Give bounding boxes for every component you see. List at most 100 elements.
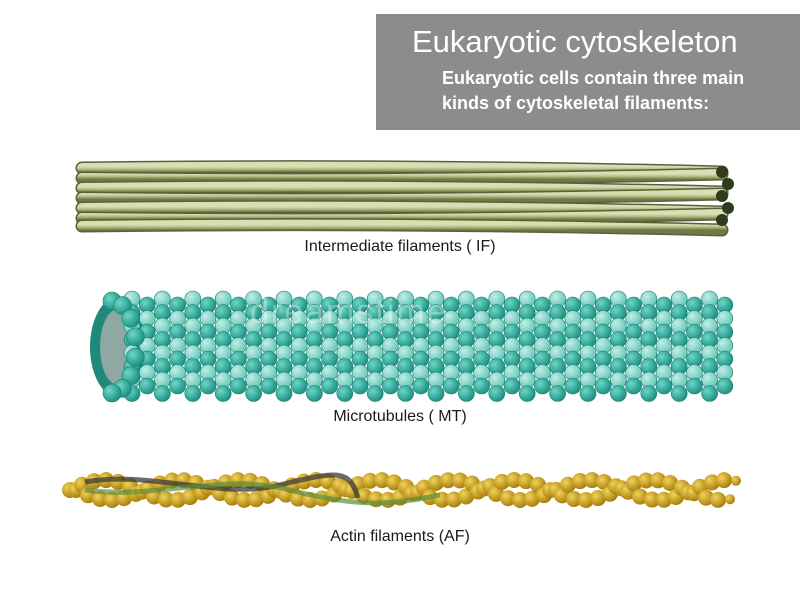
tubulin-bead (336, 385, 354, 402)
actin-bead (632, 488, 648, 505)
if-strand (77, 219, 727, 235)
tubulin-bead (549, 385, 566, 402)
tubulin-bead (121, 309, 141, 328)
actin-bead (512, 491, 528, 508)
tubulin-bead (126, 347, 145, 367)
tubulin-bead (625, 377, 642, 395)
actin-bead (500, 490, 516, 507)
tubulin-bead (306, 385, 323, 402)
actin-bead (596, 473, 612, 490)
tropomyosin-strand-green (84, 481, 441, 506)
actin-filaments-label: Actin filaments (AF) (330, 528, 470, 545)
actin-bead (356, 487, 372, 504)
tubulin-bead (230, 377, 247, 395)
actin-bead (626, 475, 642, 492)
actin-bead (446, 491, 462, 508)
actin-bead (158, 491, 174, 508)
actin-bead (494, 473, 510, 490)
actin-bead (452, 472, 468, 489)
tubulin-bead (488, 385, 506, 402)
if-strand-end (722, 202, 734, 214)
actin-bead (590, 490, 606, 507)
tubulin-bead (199, 377, 217, 395)
actin-bead (428, 474, 444, 491)
tubulin-bead (610, 385, 627, 402)
tubulin-bead (427, 385, 445, 402)
tubulin-bead (518, 385, 536, 402)
actin-bead (566, 490, 582, 507)
actin-bead (170, 491, 186, 508)
actin-bead (572, 473, 588, 490)
tubulin-bead (169, 377, 186, 395)
tubulin-bead (154, 385, 171, 402)
tubulin-bead (275, 385, 293, 402)
actin-bead (374, 472, 390, 489)
tubulin-bead (102, 383, 122, 403)
actin-bead (662, 475, 678, 492)
actin-bead (440, 472, 456, 489)
tubulin-bead (473, 377, 490, 395)
if-strand (77, 169, 727, 185)
actin-bead (725, 494, 735, 505)
actin-bead (104, 491, 120, 508)
tubulin-bead (503, 377, 521, 395)
actin-bead (248, 491, 264, 508)
microtubules-label: Microtubules ( MT) (333, 408, 467, 425)
actin-bead (698, 489, 714, 506)
tubulin-bead (397, 385, 414, 402)
title-banner: Eukaryotic cytoskeleton Eukaryotic cells… (376, 14, 800, 130)
diagram-title: Eukaryotic cytoskeleton (412, 24, 738, 59)
watermark: dreamstime (250, 293, 448, 331)
microtubule-illustration (90, 290, 734, 403)
actin-bead (182, 489, 198, 506)
if-strand-end (716, 214, 728, 226)
tubulin-bead (366, 385, 384, 402)
actin-bead (644, 491, 660, 508)
tubulin-bead (184, 385, 202, 402)
actin-bead (236, 491, 252, 508)
actin-bead (560, 476, 576, 493)
tubulin-bead (564, 377, 582, 395)
actin-bead (650, 472, 666, 489)
tubulin-bead (442, 377, 460, 395)
tubulin-bead (260, 377, 278, 395)
actin-bead (458, 488, 474, 505)
tubulin-bead (594, 377, 612, 395)
diagram-subtitle: Eukaryotic cells contain three main kind… (442, 68, 745, 113)
tubulin-bead (701, 385, 718, 402)
tubulin-bead (458, 385, 475, 402)
tubulin-bead (245, 385, 262, 402)
if-strand-end (716, 190, 728, 202)
actin-bead (584, 472, 600, 489)
actin-bead (731, 475, 741, 486)
actin-bead (92, 490, 108, 507)
tubulin-bead (138, 377, 156, 395)
if-strand-end (722, 178, 734, 190)
actin-bead (710, 491, 726, 508)
tubulin-bead (534, 377, 551, 395)
actin-bead (518, 473, 534, 490)
tubulin-bead (716, 377, 734, 395)
actin-bead (488, 485, 504, 502)
actin-bead (506, 472, 522, 489)
tubulin-bead (382, 377, 399, 395)
tubulin-bead (214, 385, 232, 402)
tubulin-bead (412, 377, 430, 395)
tubulin-bead (321, 377, 338, 395)
actin-bead (716, 472, 732, 489)
actin-bead (656, 491, 672, 508)
tubulin-bead (290, 377, 308, 395)
tubulin-bead (670, 385, 688, 402)
intermediate-filaments-label: Intermediate filaments ( IF) (304, 238, 496, 255)
tubulin-bead (655, 377, 673, 395)
if-strand-end (716, 166, 728, 178)
tubulin-bead (686, 377, 703, 395)
if-strand (77, 189, 727, 205)
actin-bead (524, 490, 540, 507)
actin-bead (224, 489, 240, 506)
tubulin-bead (640, 385, 658, 402)
tubulin-bead (579, 385, 597, 402)
tubulin-bead (126, 327, 145, 347)
actin-bead (362, 472, 378, 489)
actin-bead (386, 474, 402, 491)
